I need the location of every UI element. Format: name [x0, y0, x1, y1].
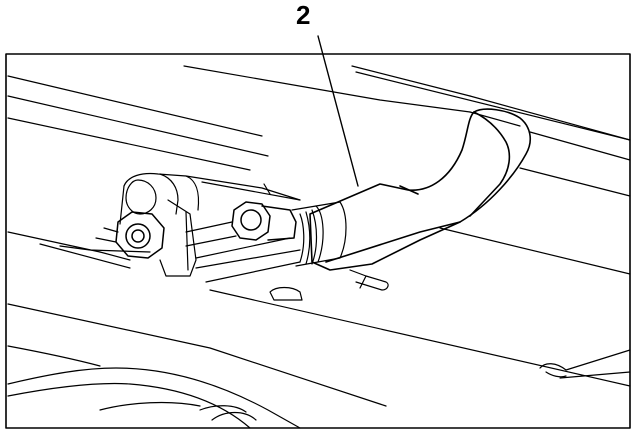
spring-barrel — [291, 201, 347, 267]
hex-nut-center — [231, 201, 297, 241]
latch-handle — [309, 108, 532, 271]
threaded-rod-linkage — [59, 221, 301, 283]
hex-nut-left — [115, 211, 165, 259]
callout-number: 2 — [296, 0, 311, 30]
body-panel-lines — [7, 65, 631, 407]
callout-leader-line — [317, 35, 359, 187]
lower-fastener — [269, 286, 303, 301]
handle-tab — [349, 269, 389, 291]
illustration-frame — [5, 53, 631, 429]
lower-housing-outline — [7, 345, 631, 429]
pivot-bracket — [119, 172, 301, 277]
